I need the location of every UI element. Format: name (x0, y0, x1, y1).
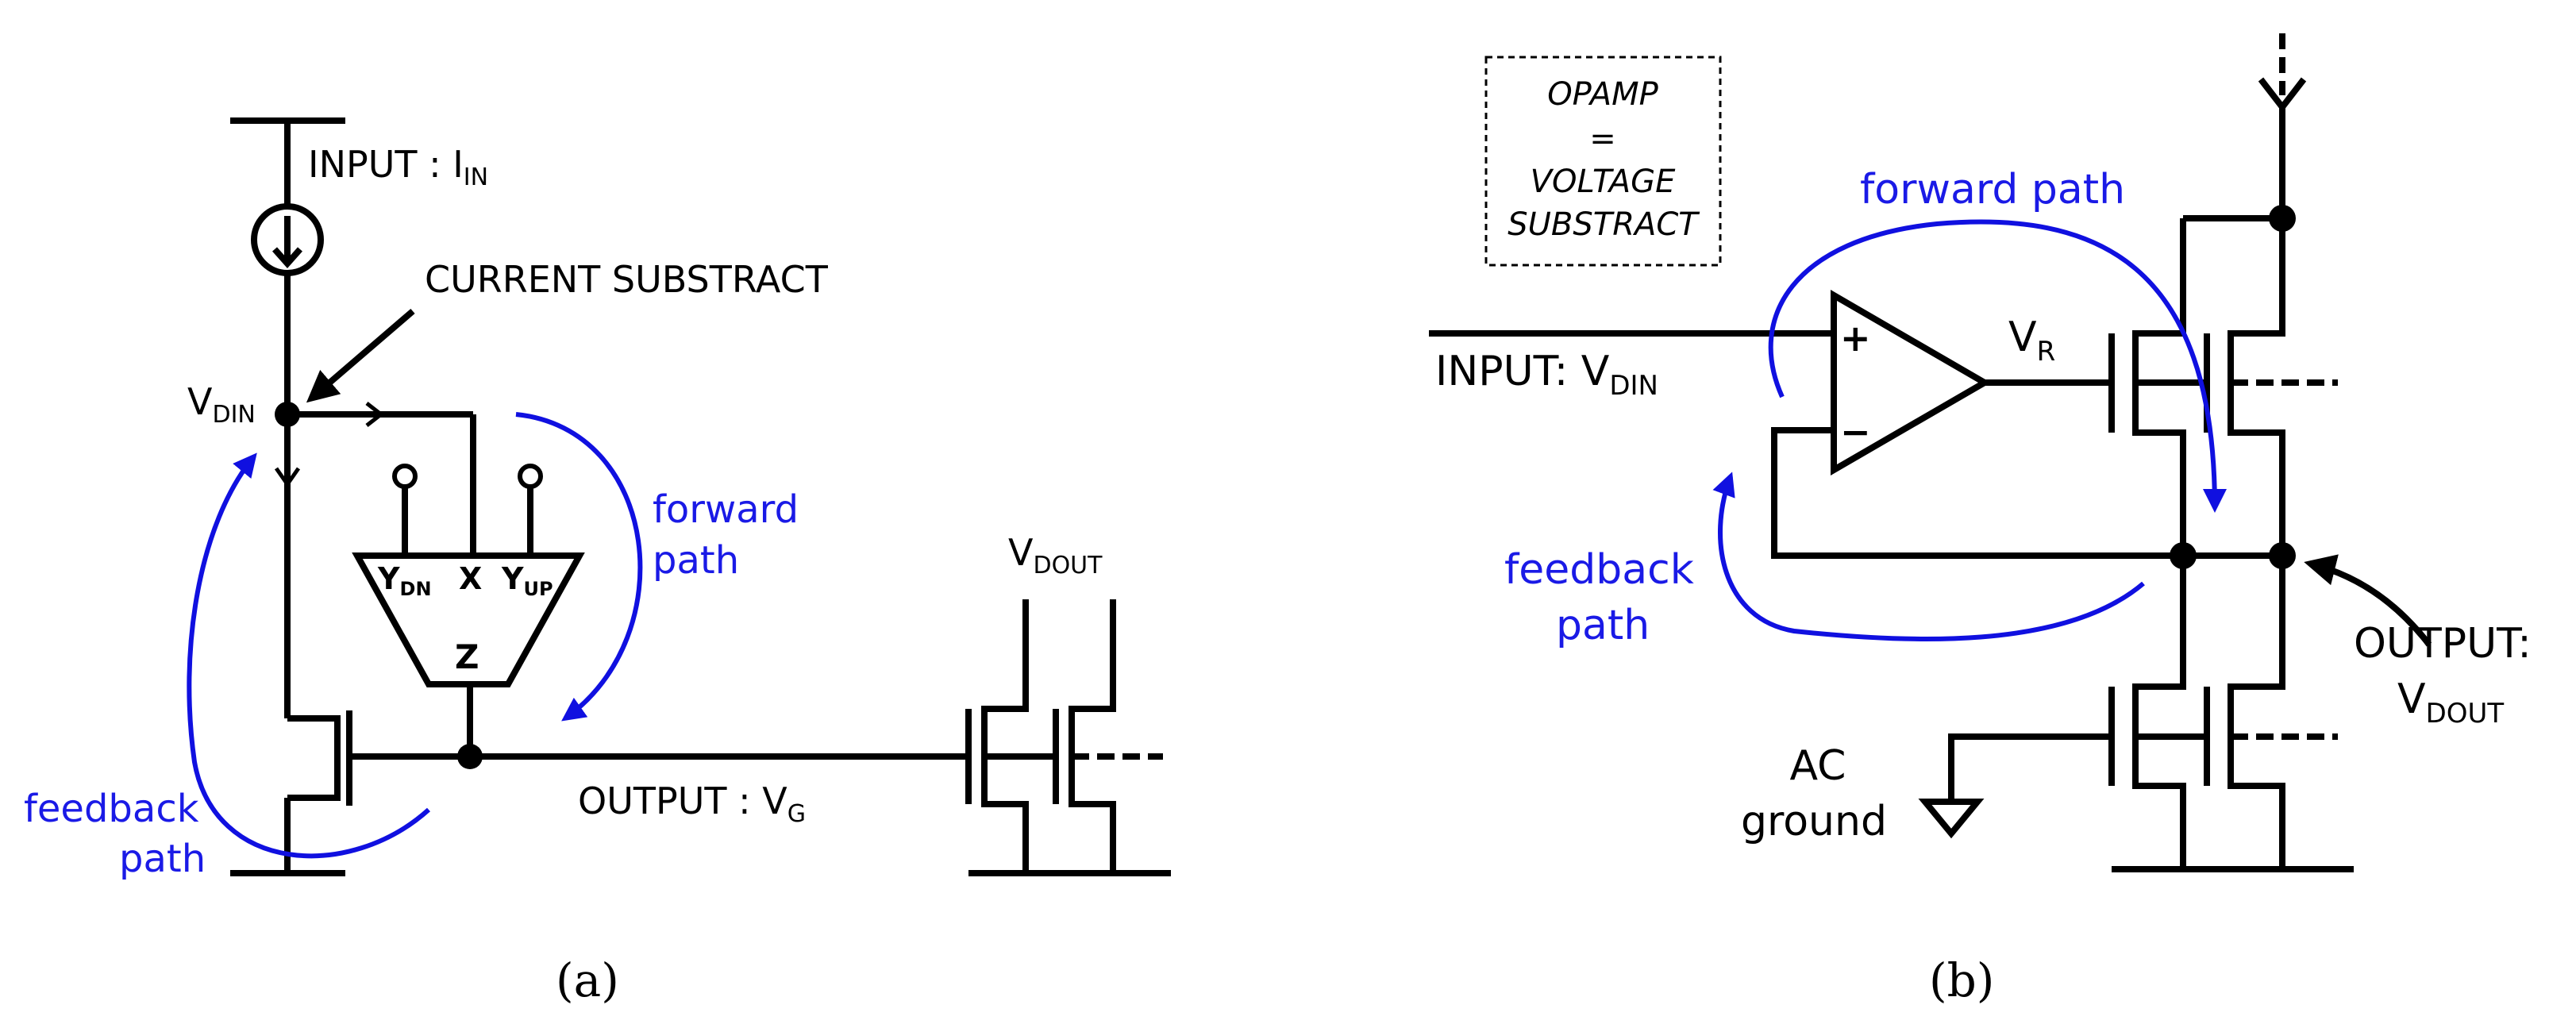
vr-label: VR (2008, 314, 2055, 368)
feedback-wire (1771, 427, 2183, 559)
current-substract-label: CURRENT SUBSTRACT (425, 258, 829, 301)
caption-a: (a) (556, 953, 619, 1007)
feedback-path-arrow (187, 452, 431, 859)
input-label: INPUT: VDIN (1435, 348, 1658, 402)
yup-terminal-pin (518, 464, 543, 489)
forward-path-arrow (1768, 219, 2227, 513)
current-arrow-right (365, 402, 385, 427)
output-vdout-label: VDOUT (2397, 676, 2504, 730)
nmos-transistor-2 (2228, 556, 2285, 869)
vdout-label: VDOUT (1008, 531, 1103, 579)
output-label: OUTPUT : VG (578, 780, 806, 828)
feedback-path-label: feedback (24, 787, 199, 831)
ac-ground-label: AC (1790, 742, 1846, 790)
ground-icon (1918, 799, 1985, 839)
ydn-terminal-pin (392, 464, 418, 489)
feedback-path-label-2: path (1556, 602, 1650, 649)
current-arrow-down (274, 467, 301, 488)
x-label: X (459, 561, 482, 596)
feedback-path-label-2: path (119, 837, 206, 881)
mirror-transistor-2 (1069, 599, 1116, 873)
nmos-transistor-1 (2132, 556, 2186, 869)
feedback-path-label: feedback (1504, 546, 1694, 594)
opamp-note-line2: = (1589, 121, 1616, 157)
opamp-icon (1831, 290, 1991, 475)
feedback-path-arrow (1712, 472, 2145, 642)
plus-label: + (1840, 317, 1871, 360)
panel-a-schematic (187, 117, 1171, 876)
pmos-transistor-2 (2228, 218, 2285, 556)
panel-b-schematic (1429, 33, 2432, 872)
pmos-transistor-1 (2132, 218, 2186, 556)
opamp-note-box (1484, 56, 1722, 267)
current-conveyor-block (352, 552, 585, 687)
ac-ground-label-2: ground (1741, 798, 1887, 845)
caption-b: (b) (1929, 953, 1994, 1007)
mirror-transistor-1 (981, 599, 1029, 873)
ac-ground-wire (1948, 733, 2112, 802)
output-label: OUTPUT: (2354, 620, 2532, 668)
forward-path-label: forward path (1860, 166, 2125, 214)
vg-node (457, 744, 483, 769)
input-label: INPUT : IIN (308, 143, 488, 191)
ydn-label: YDN (377, 561, 432, 600)
vdin-label: VDIN (187, 380, 256, 429)
opamp-note-line3: VOLTAGE (1531, 164, 1677, 200)
forward-path-label: forward (653, 487, 799, 532)
output-arrow (2304, 554, 2432, 647)
forward-path-arrow (515, 412, 643, 722)
minus-label: − (1840, 410, 1871, 453)
opamp-note-line4: SUBSTRACT (1507, 206, 1700, 243)
z-label: Z (455, 637, 479, 676)
forward-path-label-2: path (653, 538, 739, 583)
opamp-note-line1: OPAMP (1547, 76, 1658, 113)
yup-label: YUP (501, 561, 553, 600)
current-substract-arrow (306, 308, 415, 403)
current-source-arrowhead (272, 247, 302, 269)
nmos-transistor (287, 715, 341, 801)
